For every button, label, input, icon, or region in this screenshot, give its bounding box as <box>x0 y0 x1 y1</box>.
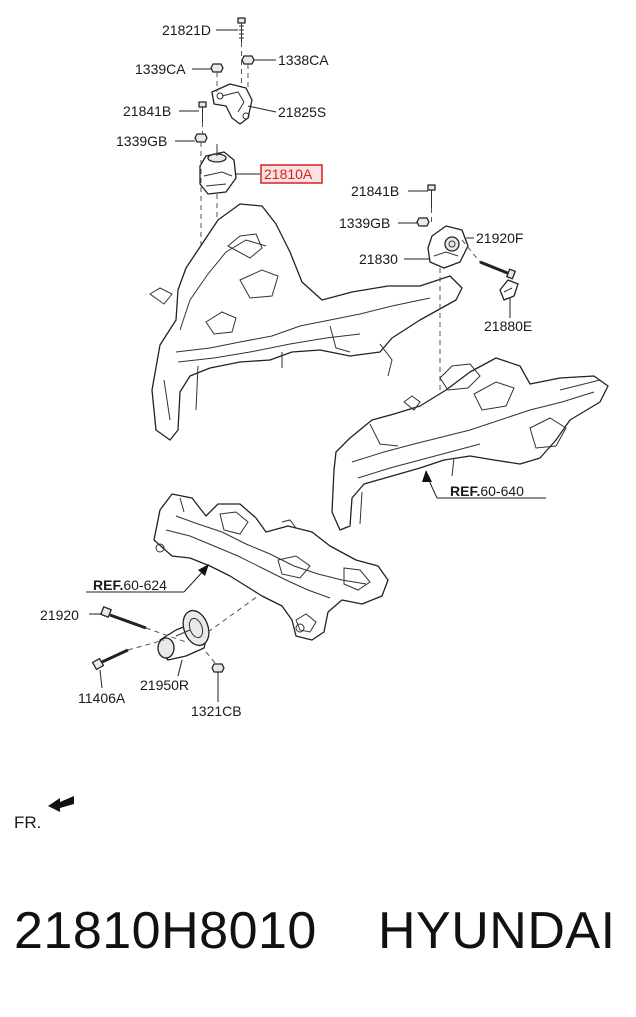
bolt-11406a <box>91 648 129 671</box>
footer: 21810H8010 HYUNDAI <box>0 895 636 985</box>
nut-1339ca <box>210 63 224 73</box>
label-21810a: 21810A <box>264 166 313 182</box>
highlighted-part-21810a: 21810A <box>260 164 323 184</box>
nut-1338ca <box>241 55 255 65</box>
label-21950r: 21950R <box>140 677 189 693</box>
brand-name: HYUNDAI <box>378 902 616 960</box>
left-side-member <box>149 203 463 441</box>
subframe <box>153 493 389 641</box>
right-side-member <box>331 357 609 531</box>
bolt-21821d <box>237 17 246 42</box>
label-21880e: 21880E <box>484 318 532 334</box>
engine-mount-21810a <box>199 144 237 195</box>
roll-rod-21950r <box>157 609 210 661</box>
label-1339gb-right: 1339GB <box>339 215 390 231</box>
bracket-21825s <box>211 83 253 125</box>
front-label: FR. <box>14 813 41 832</box>
label-1339ca: 1339CA <box>135 61 186 77</box>
label-21920: 21920 <box>40 607 79 623</box>
bracket-21880e <box>499 279 519 301</box>
roll-rod-mount-assembly <box>91 595 259 673</box>
transmission-mount-21830 <box>427 225 469 269</box>
label-1321cb: 1321CB <box>191 703 242 719</box>
label-21830: 21830 <box>359 251 398 267</box>
nut-1339gb-top <box>194 133 208 143</box>
ref-label-60-624: REF.60-624 <box>93 577 167 593</box>
bolt-21920f <box>479 260 516 280</box>
parts-diagram: 21821D 1338CA 1339CA 21841B 21825S 1339G… <box>14 17 609 832</box>
front-direction-arrow-icon <box>48 796 74 812</box>
leader-lines <box>86 29 546 702</box>
label-1338ca: 1338CA <box>278 52 329 68</box>
ref-label-60-640: REF.60-640 <box>450 483 524 499</box>
label-21825s: 21825S <box>278 104 326 120</box>
bolt-21920 <box>100 606 147 630</box>
part-number: 21810H8010 <box>14 902 317 960</box>
bolt-21841b-right <box>427 184 436 208</box>
bolt-21841b-top <box>198 101 207 122</box>
nut-1339gb-right <box>416 217 430 227</box>
nut-1321cb <box>211 663 225 673</box>
label-21920f: 21920F <box>476 230 523 246</box>
engine-mount-assembly <box>194 17 255 330</box>
label-21841b-top: 21841B <box>123 103 171 119</box>
ref-arrow-60-640 <box>422 470 438 499</box>
label-1339gb-top: 1339GB <box>116 133 167 149</box>
label-21821d: 21821D <box>162 22 211 38</box>
label-21841b-right: 21841B <box>351 183 399 199</box>
ref-arrow-60-624 <box>183 564 209 593</box>
label-11406a: 11406A <box>78 690 126 706</box>
